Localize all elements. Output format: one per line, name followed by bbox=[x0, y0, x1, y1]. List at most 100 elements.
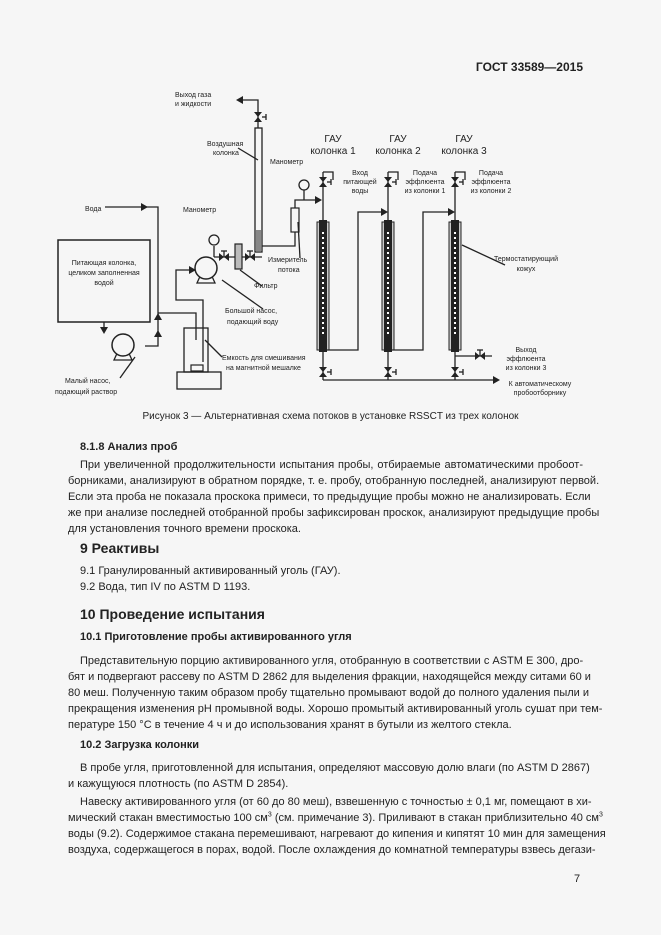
paragraph-line: и кажущуюся плотность (по ASTM D 2854). bbox=[68, 778, 289, 790]
gac-granule bbox=[454, 302, 456, 304]
gac-column-2 bbox=[384, 220, 392, 352]
section-10-2-heading: 10.2 Загрузка колонки bbox=[80, 739, 200, 751]
gac-granule bbox=[387, 232, 389, 234]
label-column-3: ГАУ bbox=[455, 134, 473, 145]
gac-granule bbox=[387, 322, 389, 324]
gac-granule bbox=[387, 272, 389, 274]
leader bbox=[119, 356, 136, 379]
gac-granule bbox=[387, 237, 389, 239]
gac-granule bbox=[454, 237, 456, 239]
label-gas-outlet-2: и жидкости bbox=[175, 101, 211, 108]
leader bbox=[297, 221, 301, 259]
valve-icon bbox=[451, 177, 459, 187]
gac-granule bbox=[454, 262, 456, 264]
gac-granule bbox=[387, 257, 389, 259]
paragraph-line: воды (9.2). Содержимое стакана перемешив… bbox=[68, 828, 606, 840]
gac-granule bbox=[387, 287, 389, 289]
label-manometer-right: Манометр bbox=[270, 159, 303, 166]
gac-granule bbox=[387, 302, 389, 304]
label-large-pump-2: подающий воду bbox=[227, 318, 279, 326]
label-air-column-2: колонка bbox=[213, 150, 239, 157]
gac-granule bbox=[322, 317, 324, 319]
label-flow-meter-2: потока bbox=[278, 267, 300, 274]
text-run: (см. примечание 3). Приливают в стакан п… bbox=[271, 812, 599, 824]
pipe-gas-outlet bbox=[240, 99, 259, 128]
valve-icon bbox=[319, 367, 327, 377]
page-number: 7 bbox=[574, 873, 581, 885]
gac-granule bbox=[322, 292, 324, 294]
gac-granule bbox=[322, 237, 324, 239]
superscript: 3 bbox=[598, 811, 603, 819]
gac-granule bbox=[387, 242, 389, 244]
gac-granule bbox=[387, 307, 389, 309]
gac-column-1 bbox=[319, 220, 327, 352]
label-inlet-3: воды bbox=[352, 188, 369, 195]
label-feed-col2-2: эффлюента bbox=[471, 179, 510, 186]
label-feed-col1-3: из колонки 1 bbox=[405, 188, 446, 195]
label-column-1: ГАУ bbox=[324, 134, 342, 145]
list-item: 9.1 Гранулированный активированный уголь… bbox=[80, 565, 341, 577]
gac-granule bbox=[322, 332, 324, 334]
label-sampler: К автоматическому bbox=[509, 381, 572, 388]
paragraph-line: пературе 150 °С в течение 4 ч и до испол… bbox=[68, 719, 512, 731]
leader bbox=[237, 147, 259, 161]
gac-granule bbox=[387, 247, 389, 249]
gac-granule bbox=[322, 242, 324, 244]
gac-granule bbox=[454, 277, 456, 279]
label-flow-meter: Измеритель bbox=[268, 257, 308, 264]
gac-granule bbox=[322, 282, 324, 284]
valve-icon bbox=[384, 367, 392, 377]
label-inlet: Вход bbox=[352, 170, 368, 177]
paragraph-line: В пробе угля, приготовленной для испытан… bbox=[80, 762, 590, 774]
label-column-2-2: колонка 2 bbox=[375, 146, 421, 157]
valve-icon bbox=[384, 177, 392, 187]
valve-icon bbox=[254, 112, 262, 122]
label-jacket-2: кожух bbox=[517, 266, 536, 273]
gac-granule bbox=[454, 307, 456, 309]
gac-granule bbox=[322, 252, 324, 254]
gac-granule bbox=[322, 322, 324, 324]
label-mixing-vessel-2: на магнитной мешалке bbox=[226, 364, 301, 372]
gac-granule bbox=[322, 272, 324, 274]
label-small-pump: Малый насос, bbox=[65, 377, 111, 385]
paragraph-line: При увеличенной продолжительности испыта… bbox=[80, 459, 583, 471]
gac-granule bbox=[322, 232, 324, 234]
arrow-icon bbox=[141, 203, 148, 211]
gac-granule bbox=[387, 282, 389, 284]
gac-granule bbox=[322, 287, 324, 289]
pipe-water bbox=[105, 206, 159, 347]
gac-granule bbox=[387, 267, 389, 269]
gac-granule bbox=[387, 297, 389, 299]
label-air-column: Воздушная bbox=[207, 141, 243, 148]
arrow-icon bbox=[154, 313, 162, 320]
gac-granule bbox=[387, 277, 389, 279]
pipe-col2-to-col3 bbox=[388, 211, 450, 351]
stirrer-bar bbox=[190, 364, 204, 372]
gac-granule bbox=[454, 242, 456, 244]
pipe-col1-to-col2 bbox=[323, 211, 383, 351]
arrow-icon bbox=[381, 208, 388, 216]
label-column-2: ГАУ bbox=[389, 134, 407, 145]
paragraph-line: Если эта проба не показала проскока прим… bbox=[68, 491, 591, 503]
label-feed-column-2: целиком заполненная bbox=[68, 270, 139, 277]
pump-icon bbox=[194, 256, 218, 280]
label-feed-col1: Подача bbox=[413, 170, 437, 177]
superscript: 3 bbox=[267, 811, 272, 819]
gac-granule bbox=[387, 312, 389, 314]
gac-granule bbox=[387, 332, 389, 334]
paragraph-line: Навеску активированного угля (от 60 до 8… bbox=[80, 796, 592, 808]
gac-granule bbox=[387, 252, 389, 254]
magnetic-stirrer bbox=[176, 371, 222, 390]
paragraph-line: для установления точного времени проскок… bbox=[68, 523, 301, 535]
label-sampler-2: пробоотборнику bbox=[514, 389, 567, 397]
label-outlet-col3-3: из колонки 3 bbox=[506, 365, 547, 372]
label-feed-col2: Подача bbox=[479, 170, 503, 177]
gac-granule bbox=[322, 267, 324, 269]
pipe-air-to-meter bbox=[262, 232, 296, 247]
pump-icon bbox=[111, 333, 135, 357]
label-small-pump-2: подающий раствор bbox=[55, 388, 117, 396]
leader bbox=[204, 339, 223, 358]
gac-granule bbox=[322, 297, 324, 299]
label-jacket: Термостатирующий bbox=[494, 255, 558, 263]
label-feed-col2-3: из колонки 2 bbox=[471, 188, 512, 195]
